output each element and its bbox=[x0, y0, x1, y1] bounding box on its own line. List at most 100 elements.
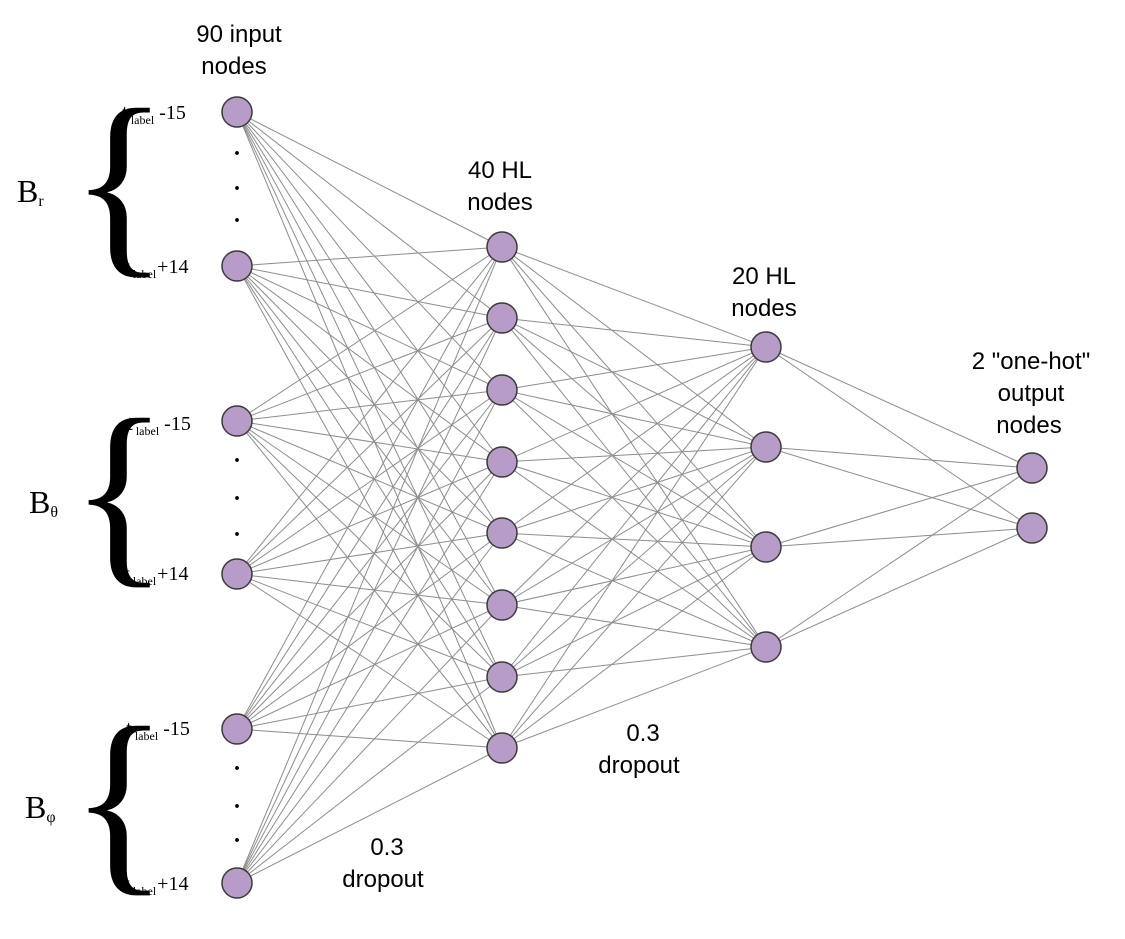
edge-l0-4-l1-6 bbox=[236, 676, 503, 730]
group-r-dot-3: . bbox=[234, 202, 240, 228]
group-phi-dot-3: . bbox=[234, 822, 240, 848]
edge-l0-4-l1-3 bbox=[236, 461, 503, 730]
edge-l0-2-l1-1 bbox=[236, 317, 503, 422]
edge-l1-0-l2-3 bbox=[501, 246, 767, 648]
edge-l1-7-l2-1 bbox=[501, 446, 767, 749]
input-layer-label-line2: nodes bbox=[201, 53, 266, 80]
edge-l0-0-l1-4 bbox=[236, 111, 503, 534]
edge-l0-2-l1-4 bbox=[236, 420, 503, 534]
node-layer2-1 bbox=[750, 431, 782, 463]
output-label-line1: 2 "one-hot" bbox=[972, 348, 1090, 375]
edge-l1-1-l2-0 bbox=[501, 317, 767, 348]
edge-l0-5-l1-1 bbox=[236, 317, 503, 884]
edge-l0-3-l1-5 bbox=[236, 573, 503, 606]
dropout-label-1-line2: dropout bbox=[342, 866, 424, 893]
group-r-label: Br bbox=[17, 173, 44, 210]
hidden2-label-line1: 20 HL bbox=[732, 263, 796, 290]
group-phi-label: Bφ bbox=[25, 789, 56, 826]
node-layer1-1 bbox=[486, 302, 518, 334]
edge-l0-1-l1-3 bbox=[236, 265, 503, 463]
edge-l1-6-l2-1 bbox=[501, 446, 767, 678]
group-theta-dot-3: . bbox=[234, 516, 240, 542]
edge-l0-0-l1-2 bbox=[236, 111, 503, 391]
edge-l0-5-l1-7 bbox=[236, 747, 503, 884]
group-theta-label: Bθ bbox=[29, 484, 58, 521]
edge-l1-7-l2-3 bbox=[501, 646, 767, 749]
node-layer1-5 bbox=[486, 589, 518, 621]
brace-group-theta: { bbox=[70, 378, 168, 605]
edge-l1-0-l2-1 bbox=[501, 246, 767, 448]
output-label-line3: nodes bbox=[996, 412, 1061, 439]
edge-l1-1-l2-1 bbox=[501, 317, 767, 448]
edge-l2-2-l3-0 bbox=[765, 467, 1033, 548]
dropout-label-2-line2: dropout bbox=[598, 752, 680, 779]
node-layer2-3 bbox=[750, 631, 782, 663]
dropout-label-1-line1: 0.3 bbox=[370, 834, 403, 861]
group-theta-dot-1: . bbox=[234, 442, 240, 468]
edge-l1-7-l2-0 bbox=[501, 346, 767, 749]
edge-l0-5-l1-5 bbox=[236, 604, 503, 884]
edge-l0-4-l1-1 bbox=[236, 317, 503, 730]
edge-l1-4-l2-3 bbox=[501, 532, 767, 648]
edge-l0-5-l1-3 bbox=[236, 461, 503, 884]
input-layer-label-line1: 90 input bbox=[196, 21, 282, 48]
nodes bbox=[221, 96, 1048, 899]
edge-l0-3-l1-6 bbox=[236, 573, 503, 678]
edge-l0-3-l1-4 bbox=[236, 532, 503, 575]
edge-l0-3-l1-2 bbox=[236, 389, 503, 575]
edge-l1-0-l2-0 bbox=[501, 246, 767, 348]
node-layer1-4 bbox=[486, 517, 518, 549]
edge-l0-2-l1-7 bbox=[236, 420, 503, 749]
edge-l0-3-l1-7 bbox=[236, 573, 503, 749]
dropout-label-2-line1: 0.3 bbox=[626, 720, 659, 747]
labels: 90 input nodes 40 HL nodes 20 HL nodes 2… bbox=[17, 21, 1090, 913]
node-layer0-4 bbox=[221, 713, 253, 745]
edge-l0-4-l1-5 bbox=[236, 604, 503, 730]
node-layer0-5 bbox=[221, 867, 253, 899]
edge-l1-1-l2-2 bbox=[501, 317, 767, 548]
edge-l0-2-l1-0 bbox=[236, 246, 503, 422]
edge-l1-1-l2-3 bbox=[501, 317, 767, 648]
edge-l0-2-l1-2 bbox=[236, 389, 503, 422]
node-layer1-7 bbox=[486, 732, 518, 764]
edge-l0-1-l1-7 bbox=[236, 265, 503, 749]
edge-l0-2-l1-3 bbox=[236, 420, 503, 463]
edge-l1-7-l2-2 bbox=[501, 546, 767, 749]
node-layer1-2 bbox=[486, 374, 518, 406]
edge-l1-2-l2-0 bbox=[501, 346, 767, 391]
edge-l0-1-l1-6 bbox=[236, 265, 503, 678]
edge-l1-6-l2-3 bbox=[501, 646, 767, 678]
edge-l0-5-l1-6 bbox=[236, 676, 503, 884]
hidden2-label-line2: nodes bbox=[731, 295, 796, 322]
edge-l0-4-l1-2 bbox=[236, 389, 503, 730]
group-phi-dot-1: . bbox=[234, 750, 240, 776]
edge-l1-3-l2-1 bbox=[501, 446, 767, 463]
edge-l0-2-l1-5 bbox=[236, 420, 503, 606]
edge-l0-1-l1-4 bbox=[236, 265, 503, 534]
edge-l1-6-l2-2 bbox=[501, 546, 767, 678]
edge-l1-4-l2-2 bbox=[501, 532, 767, 548]
group-r-dot-2: . bbox=[234, 170, 240, 196]
edge-l2-1-l3-1 bbox=[765, 446, 1033, 529]
edge-l1-2-l2-3 bbox=[501, 389, 767, 648]
edge-l1-4-l2-0 bbox=[501, 346, 767, 534]
edge-l2-0-l3-0 bbox=[765, 346, 1033, 469]
node-layer3-0 bbox=[1016, 452, 1048, 484]
edge-l1-5-l2-2 bbox=[501, 546, 767, 606]
edge-l0-4-l1-7 bbox=[236, 728, 503, 749]
edge-l0-2-l1-6 bbox=[236, 420, 503, 678]
output-label-line2: output bbox=[998, 380, 1065, 407]
edge-l0-0-l1-7 bbox=[236, 111, 503, 749]
edge-l0-4-l1-4 bbox=[236, 532, 503, 730]
node-layer0-3 bbox=[221, 558, 253, 590]
node-layer0-2 bbox=[221, 405, 253, 437]
edge-l0-1-l1-1 bbox=[236, 265, 503, 319]
edge-l0-5-l1-0 bbox=[236, 246, 503, 884]
edge-l2-2-l3-1 bbox=[765, 527, 1033, 548]
hidden1-label-line1: 40 HL bbox=[468, 157, 532, 184]
